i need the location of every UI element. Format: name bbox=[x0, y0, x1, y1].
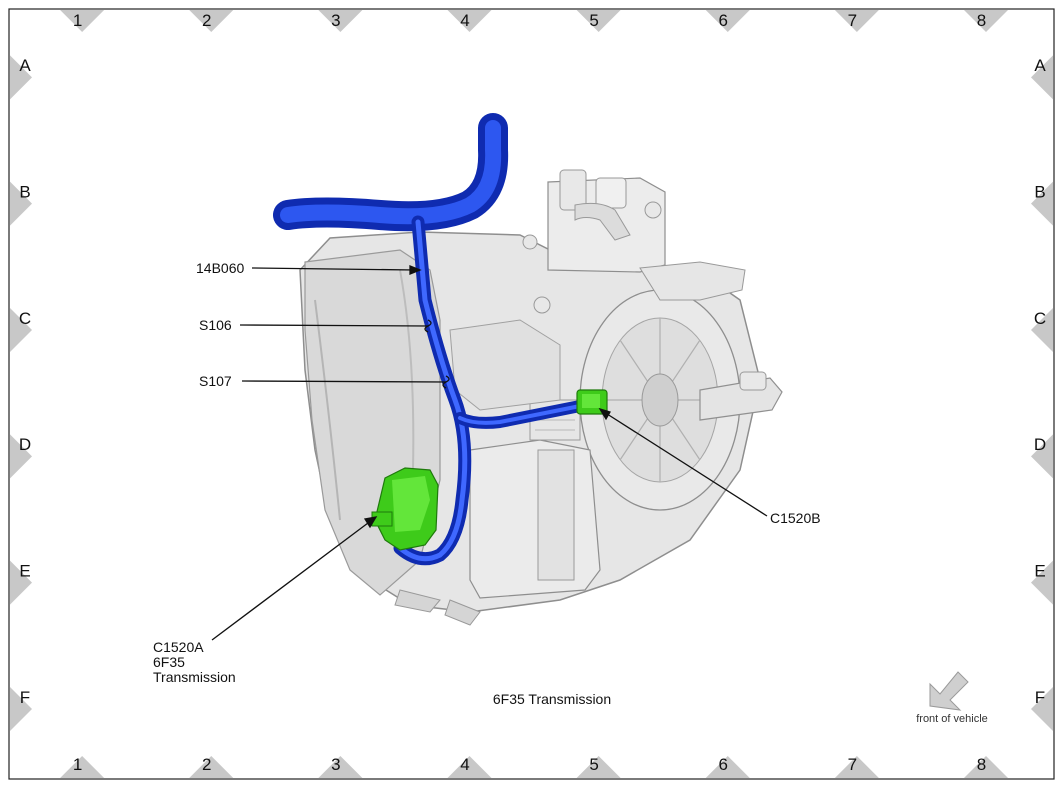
connector-c1520b[interactable] bbox=[576, 389, 608, 415]
grid-marker-right bbox=[1031, 434, 1053, 479]
front-of-vehicle-label: front of vehicle bbox=[916, 713, 988, 725]
row-labels-right: A B C D E F bbox=[1034, 56, 1046, 707]
grid-marker-left bbox=[10, 55, 32, 100]
grid-marker-left bbox=[10, 308, 32, 352]
callout-c1520a-line3: Transmission bbox=[153, 669, 236, 685]
grid-marker-bottom bbox=[60, 756, 105, 778]
row-label-left-A: A bbox=[19, 56, 31, 75]
row-label-left-E: E bbox=[19, 562, 30, 581]
grid-marker-bottom bbox=[447, 756, 492, 778]
row-label-right-B: B bbox=[1034, 183, 1045, 202]
column-label-bottom-2: 2 bbox=[202, 755, 211, 774]
grid-marker-bottom bbox=[705, 756, 750, 778]
callout-c1520a-line1: C1520A bbox=[153, 639, 204, 655]
grid-marker-top bbox=[60, 10, 105, 32]
column-label-bottom-3: 3 bbox=[331, 755, 340, 774]
grid-markers bbox=[10, 10, 1053, 778]
grid-marker-top bbox=[576, 10, 621, 32]
callout-harness: 14B060 bbox=[196, 260, 244, 276]
grid-marker-right bbox=[1031, 560, 1053, 605]
column-label-top-4: 4 bbox=[460, 11, 469, 30]
diagram-caption: 6F35 Transmission bbox=[493, 691, 611, 707]
row-label-left-F: F bbox=[20, 688, 30, 707]
column-label-top-1: 1 bbox=[73, 11, 82, 30]
callout-c1520b: C1520B bbox=[770, 510, 821, 526]
column-label-top-6: 6 bbox=[718, 11, 727, 30]
column-label-top-3: 3 bbox=[331, 11, 340, 30]
column-label-top-7: 7 bbox=[848, 11, 857, 30]
row-label-left-B: B bbox=[19, 183, 30, 202]
column-labels-top: 1 2 3 4 5 6 7 8 bbox=[73, 11, 986, 30]
grid-marker-bottom bbox=[834, 756, 879, 778]
grid-marker-top bbox=[834, 10, 879, 32]
grid-marker-top bbox=[964, 10, 1008, 32]
column-label-bottom-8: 8 bbox=[977, 755, 986, 774]
row-label-right-D: D bbox=[1034, 435, 1046, 454]
callout-c1520a-line2: 6F35 bbox=[153, 654, 185, 670]
grid-marker-bottom bbox=[318, 756, 363, 778]
column-label-top-5: 5 bbox=[589, 11, 598, 30]
valve-body bbox=[469, 439, 601, 599]
column-label-top-2: 2 bbox=[202, 11, 211, 30]
grid-marker-left bbox=[10, 181, 32, 226]
grid-marker-bottom bbox=[576, 756, 621, 778]
grid-marker-right bbox=[1031, 55, 1053, 100]
column-label-bottom-6: 6 bbox=[718, 755, 727, 774]
grid-marker-top bbox=[705, 10, 750, 32]
column-label-bottom-4: 4 bbox=[460, 755, 469, 774]
grid-marker-left bbox=[10, 560, 32, 605]
column-label-bottom-1: 1 bbox=[73, 755, 82, 774]
row-label-left-D: D bbox=[19, 435, 31, 454]
grid-marker-bottom bbox=[964, 756, 1008, 778]
row-label-right-A: A bbox=[1034, 56, 1046, 75]
callout-s107: S107 bbox=[199, 373, 232, 389]
grid-marker-right bbox=[1031, 687, 1053, 731]
grid-marker-top bbox=[447, 10, 492, 32]
grid-marker-right bbox=[1031, 308, 1053, 352]
connector-c1520a[interactable] bbox=[371, 467, 439, 551]
row-label-left-C: C bbox=[19, 309, 31, 328]
grid-marker-top bbox=[318, 10, 363, 32]
callout-s106: S106 bbox=[199, 317, 232, 333]
grid-marker-left bbox=[10, 434, 32, 479]
column-label-bottom-7: 7 bbox=[848, 755, 857, 774]
row-label-right-E: E bbox=[1034, 562, 1045, 581]
front-of-vehicle-arrow-icon bbox=[929, 671, 969, 711]
leader-lines bbox=[211, 265, 768, 641]
column-label-bottom-5: 5 bbox=[589, 755, 598, 774]
row-labels-left: A B C D E F bbox=[19, 56, 31, 707]
wiring-harness-14b060 bbox=[273, 113, 591, 566]
grid-marker-left bbox=[10, 687, 32, 731]
row-label-right-C: C bbox=[1034, 309, 1046, 328]
row-label-right-F: F bbox=[1035, 688, 1045, 707]
grid-marker-top bbox=[189, 10, 234, 32]
column-labels-bottom: 1 2 3 4 5 6 7 8 bbox=[73, 755, 986, 774]
grid-marker-right bbox=[1031, 181, 1053, 226]
grid-marker-bottom bbox=[189, 756, 234, 778]
column-label-top-8: 8 bbox=[977, 11, 986, 30]
